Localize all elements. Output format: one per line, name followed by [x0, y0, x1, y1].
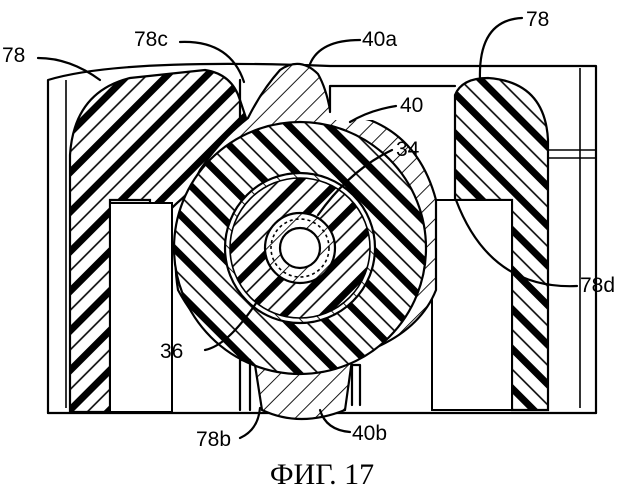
core-34: [265, 213, 335, 283]
label-40b: 40b: [352, 422, 387, 445]
right-clip-78: [432, 78, 548, 410]
label-40a: 40a: [362, 28, 397, 51]
label-36: 36: [160, 340, 183, 363]
label-78c: 78c: [134, 28, 168, 51]
label-34: 34: [396, 138, 420, 161]
label-78d: 78d: [580, 274, 615, 297]
label-78b: 78b: [196, 428, 231, 451]
label-78-left: 78: [2, 44, 25, 67]
figure-caption: ФИГ. 17: [270, 458, 374, 491]
label-78-right: 78: [526, 8, 549, 31]
label-40: 40: [400, 94, 423, 117]
